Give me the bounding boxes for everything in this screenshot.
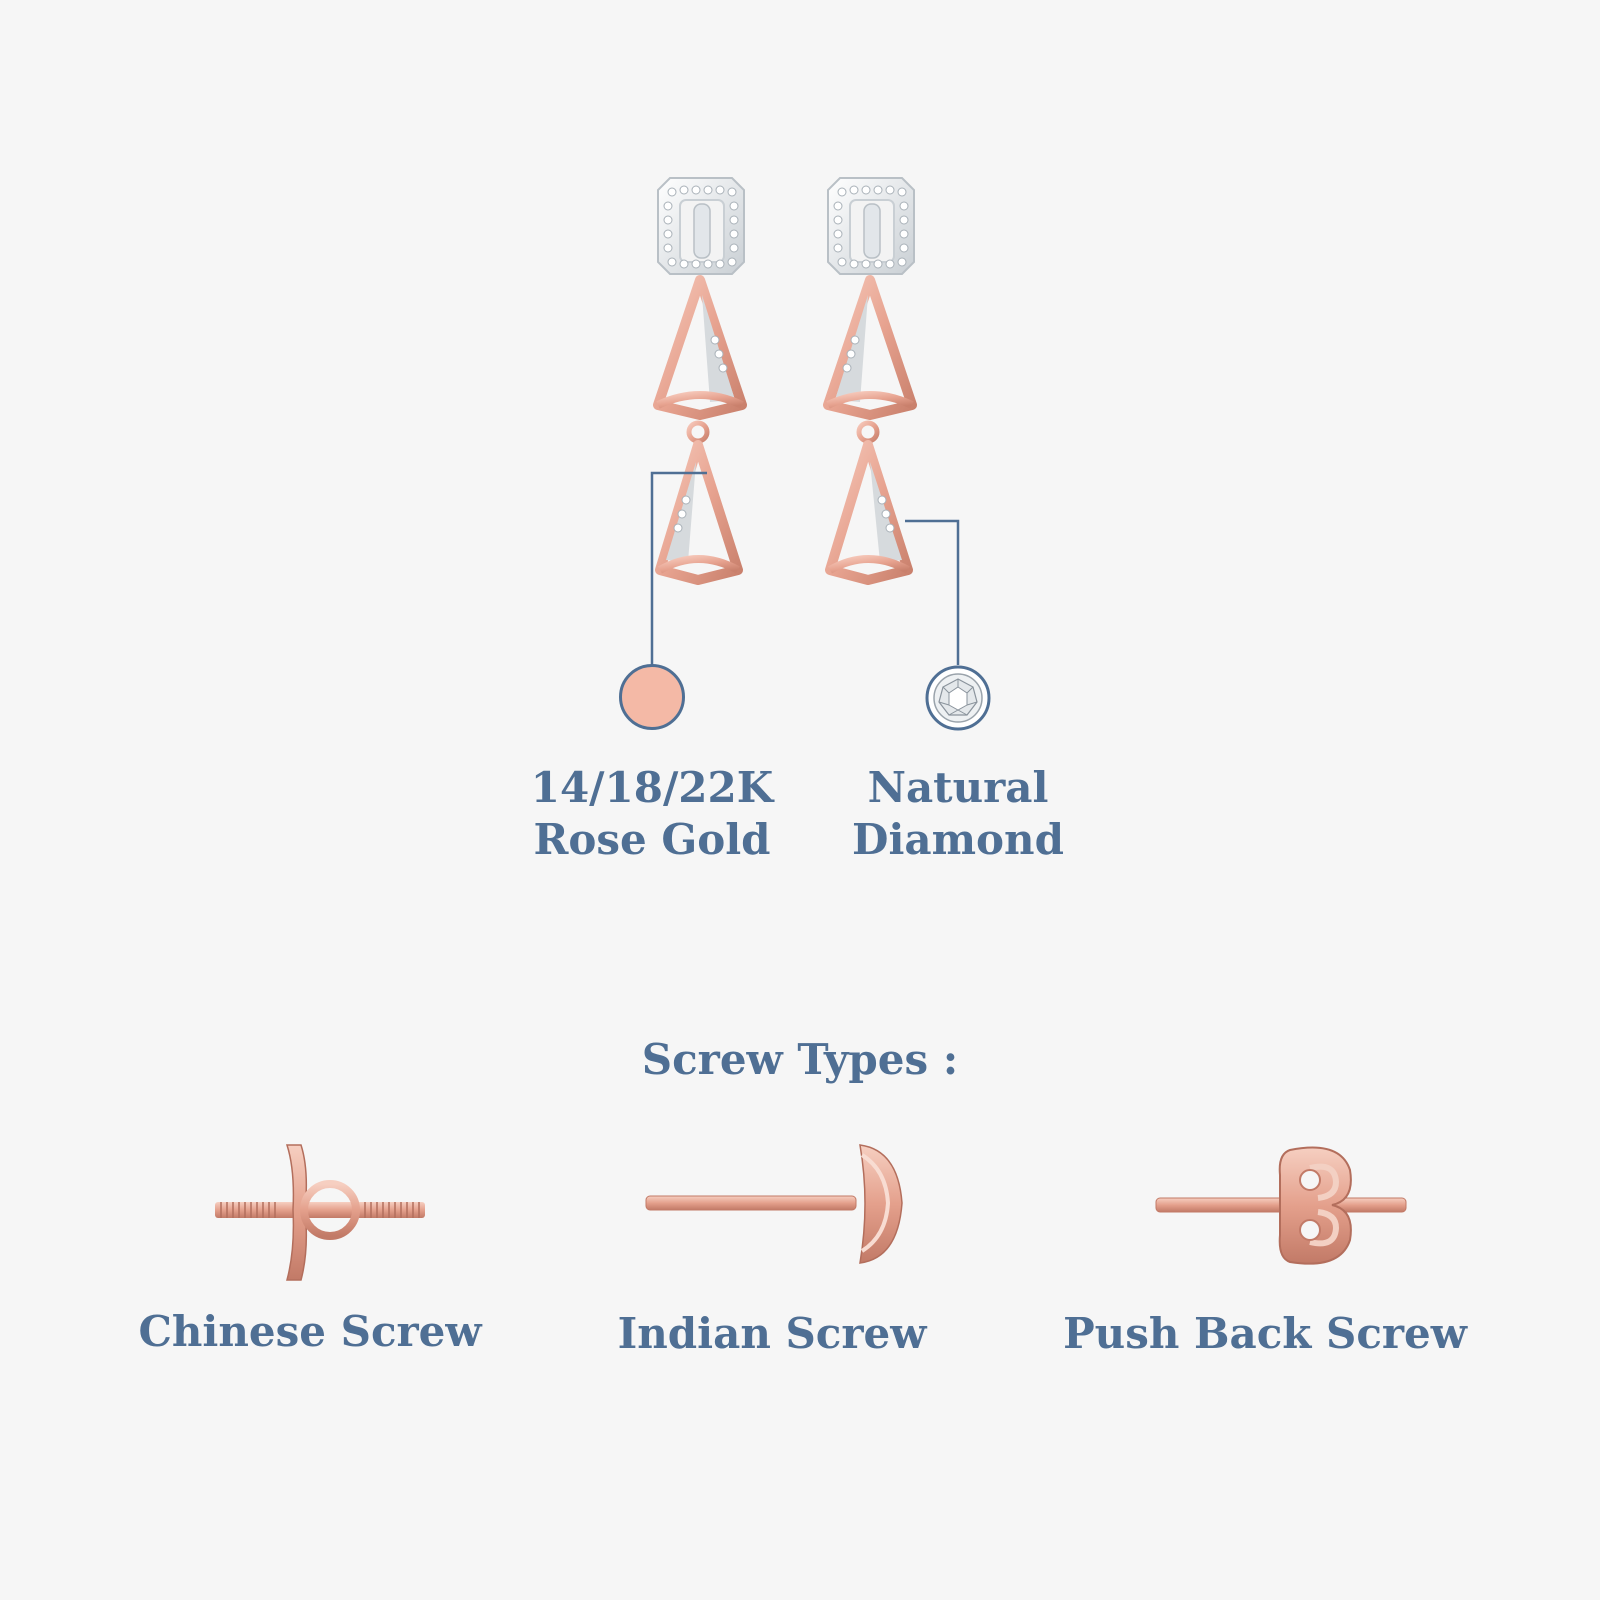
push-back-screw-label: Push Back Screw xyxy=(1063,1309,1467,1358)
callout-lines xyxy=(650,471,960,665)
chinese-screw-label: Chinese Screw xyxy=(138,1307,482,1356)
diamond-icon xyxy=(925,665,991,731)
metal-label-line2: Rose Gold xyxy=(533,815,771,864)
metal-label: 14/18/22K Rose Gold xyxy=(512,762,792,866)
indian-screw-icon xyxy=(640,1140,920,1270)
indian-screw-label: Indian Screw xyxy=(617,1309,927,1358)
stone-label: Natural Diamond xyxy=(818,762,1098,866)
push-back-screw-icon xyxy=(1150,1140,1410,1275)
chinese-screw-icon xyxy=(205,1140,435,1285)
stone-label-line1: Natural xyxy=(867,763,1049,812)
metal-label-line1: 14/18/22K xyxy=(530,763,774,812)
earrings-image xyxy=(640,170,950,610)
left-earring xyxy=(653,177,747,585)
stone-label-line2: Diamond xyxy=(852,815,1064,864)
rose-gold-swatch xyxy=(619,664,685,730)
screw-types-heading: Screw Types : xyxy=(641,1035,959,1084)
right-earring xyxy=(823,177,917,585)
